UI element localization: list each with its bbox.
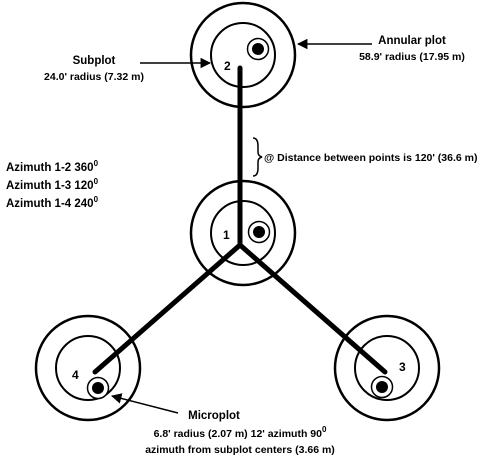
subplot-circle-3 (354, 335, 420, 401)
microplot-title: Microplot (188, 410, 240, 422)
azimuth-1-3: Azimuth 1-3 1200 (6, 177, 99, 192)
subplot-1 (189, 179, 297, 287)
line-1-3 (237, 242, 388, 375)
microplot-dot-3 (376, 381, 388, 393)
subplot-circle-4 (55, 335, 121, 401)
microplot-dot-1 (253, 226, 265, 238)
subplot-3 (333, 314, 441, 422)
microplot-details-line2: azimuth from subplot centers (3.66 m) (145, 444, 335, 456)
subplot-circle-1 (210, 200, 276, 266)
microplot-arrow (110, 393, 179, 414)
subplot-2 (189, 1, 297, 109)
annular-circle-1 (189, 179, 297, 287)
annular-circle-4 (34, 314, 142, 422)
subplot-title: Subplot (73, 55, 116, 67)
microplot-details-line1: 6.8' radius (2.07 m) 12' azimuth 900 (154, 425, 327, 440)
subplot-radius-label: 24.0' radius (7.32 m) (44, 71, 144, 83)
annular-radius-label: 58.9' radius (17.95 m) (359, 51, 465, 63)
microplot-dot-2 (252, 43, 264, 55)
annular-title: Annular plot (378, 35, 446, 47)
subplot-number-1: 1 (223, 228, 230, 242)
azimuth-1-4: Azimuth 1-4 2400 (6, 195, 99, 210)
subplot-number-4: 4 (72, 368, 79, 382)
line-1-4 (92, 242, 243, 375)
annular-circle-2 (189, 1, 297, 109)
subplot-circle-2 (210, 22, 276, 88)
distance-brace (252, 137, 263, 177)
subplot-number-3: 3 (399, 360, 406, 374)
subplot-number-2: 2 (224, 59, 231, 73)
azimuth-1-2: Azimuth 1-2 3600 (6, 159, 99, 174)
distance-note: @ Distance between points is 120' (36.6 … (264, 152, 477, 164)
microplot-dot-4 (92, 382, 104, 394)
annular-circle-3 (333, 314, 441, 422)
subplot-4 (34, 314, 142, 422)
connector-lines (92, 65, 388, 375)
